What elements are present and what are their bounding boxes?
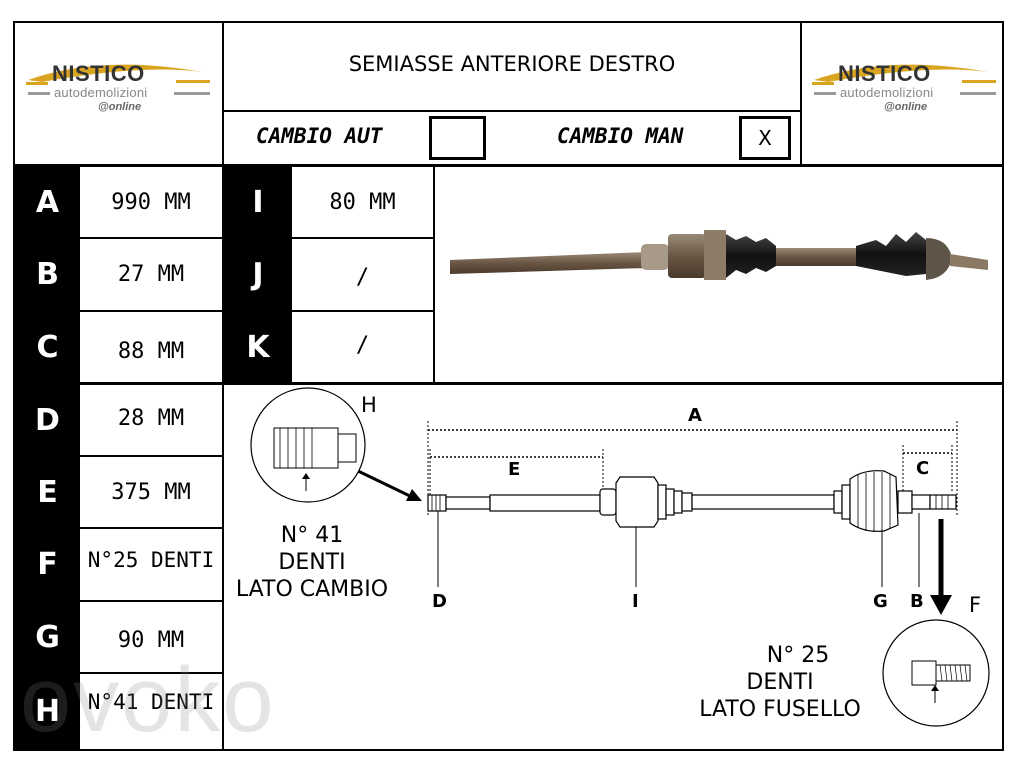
spec-value-a: 990 MM (111, 189, 191, 215)
label-i: I (632, 591, 639, 612)
logo-brand: NISTICO (52, 61, 145, 86)
logo-swoosh-icon (812, 64, 996, 95)
logo-swoosh-icon (26, 64, 210, 95)
logo-right: NISTICO autodemolizioni @online (808, 58, 1008, 128)
label-e: E (508, 459, 521, 480)
spec-letter-j: J (224, 239, 292, 310)
spec-letter-a: A (15, 167, 80, 237)
caption-hub-line2: DENTI (746, 670, 814, 695)
arrow-down-icon (930, 595, 952, 615)
spec-value-e: 375 MM (111, 479, 191, 505)
label-h: H (361, 393, 377, 417)
logo-brand: NISTICO (838, 61, 931, 86)
spec-value-g: 90 MM (117, 627, 185, 653)
grid-line (13, 164, 1004, 167)
caption-gearbox-line3: LATO CAMBIO (235, 577, 389, 602)
spec-value-c: 88 MM (117, 338, 185, 364)
cambio-man-checkbox: X (739, 116, 791, 160)
caption-hub: N° 25 DENTI LATO FUSELLO (686, 642, 874, 723)
spec-letter-d: D (15, 385, 80, 455)
hub-spline-detail (882, 619, 990, 727)
spec-value-d: 28 MM (117, 405, 185, 431)
gearbox-spline-detail (250, 387, 366, 503)
grid-line (433, 166, 435, 383)
label-c: C (916, 458, 930, 479)
label-f: F (969, 593, 982, 617)
spec-letter-b: B (15, 239, 80, 310)
label-b: B (910, 591, 924, 612)
spec-letter-i: I (224, 167, 292, 237)
caption-hub-line1: N° 25 (766, 643, 830, 668)
watermark: ovoko (20, 649, 276, 751)
spec-value-j: / (355, 265, 370, 290)
spec-value-f: N°25 DENTI (87, 547, 215, 572)
grid-line (224, 110, 800, 112)
spec-letter-f: F (15, 529, 80, 600)
label-d: D (432, 591, 447, 612)
drive-shaft-photo (450, 230, 988, 280)
grid-line (13, 310, 222, 312)
logo-left: NISTICO autodemolizioni @online (22, 58, 222, 128)
grid-line (222, 21, 224, 166)
label-a: A (688, 405, 702, 426)
technical-diagram (250, 387, 990, 727)
grid-line (13, 382, 1004, 385)
logo-subtitle: autodemolizioni (54, 85, 148, 100)
caption-gearbox-line1: N° 41 (280, 523, 344, 548)
spec-letter-k: K (224, 312, 292, 382)
grid-line (13, 600, 222, 602)
grid-line (13, 455, 222, 457)
spec-letter-g: G (15, 602, 80, 672)
grid-line (13, 672, 222, 674)
grid-line (13, 237, 222, 239)
logo-subtitle: autodemolizioni (840, 85, 934, 100)
spec-sheet (13, 21, 1004, 751)
spec-value-k: / (355, 332, 370, 358)
caption-gearbox: N° 41 DENTI LATO CAMBIO (226, 522, 398, 603)
spec-letter-e: E (15, 457, 80, 527)
cambio-aut-label: CAMBIO AUT (256, 124, 383, 148)
grid-line (224, 310, 433, 312)
caption-hub-line3: LATO FUSELLO (699, 697, 861, 722)
logo-tag: @online (884, 101, 928, 113)
cambio-man-label: CAMBIO MAN (557, 124, 684, 148)
spec-value-h: N°41 DENTI (87, 690, 215, 714)
grid-line (224, 237, 433, 239)
label-g: G (873, 591, 888, 612)
spec-value-b: 27 MM (117, 262, 185, 287)
caption-gearbox-line2: DENTI (278, 550, 346, 575)
spec-letter-h: H (15, 674, 80, 749)
arrow-icon (406, 489, 422, 501)
grid-line (800, 21, 802, 166)
spec-letter-c: C (15, 312, 80, 382)
grid-line (13, 527, 222, 529)
grid-line (222, 166, 224, 750)
cambio-aut-checkbox (429, 116, 486, 160)
spec-value-i: 80 MM (329, 189, 396, 215)
logo-tag: @online (98, 101, 142, 113)
page-title: SEMIASSE ANTERIORE DESTRO (348, 52, 676, 76)
